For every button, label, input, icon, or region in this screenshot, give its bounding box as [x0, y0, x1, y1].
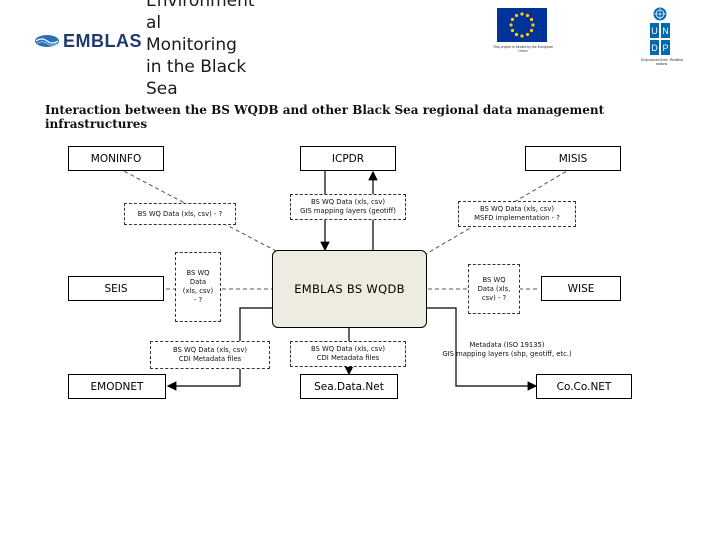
- eu-star-icon: [510, 28, 515, 33]
- label-seis-link: BS WQ Data (xls, csv) - ?: [175, 252, 221, 322]
- label-moninfo-link: BS WQ Data (xls, csv) - ?: [124, 203, 236, 225]
- undp-letter: D: [651, 43, 658, 53]
- eu-star-icon: [531, 23, 535, 27]
- eu-star-icon: [520, 12, 524, 16]
- eu-flag-icon: [497, 8, 547, 42]
- eu-star-icon: [529, 28, 534, 33]
- header-title-line: in the Black: [146, 57, 247, 77]
- emblas-logo-text: EMBLAS: [63, 30, 142, 51]
- dashed-connector: [117, 167, 279, 253]
- undp-letter: P: [662, 43, 668, 53]
- diagram-subtitle: Interaction between the BS WQDB and othe…: [45, 103, 605, 131]
- emblas-logo-icon: [35, 35, 59, 47]
- node-icpdr: ICPDR: [300, 146, 396, 171]
- node-emodnet: EMODNET: [68, 374, 166, 399]
- label-misis-link: BS WQ Data (xls, csv) MSFD implementatio…: [458, 201, 576, 227]
- label-conet-link: Metadata (ISO 19135) GIS mapping layers …: [442, 341, 572, 358]
- header-title-line: Sea: [146, 79, 178, 99]
- node-wise: WISE: [541, 276, 621, 301]
- eu-star-icon: [529, 17, 534, 22]
- label-wise-link: BS WQ Data (xls, csv) - ?: [468, 264, 520, 314]
- emblas-logo: EMBLAS: [34, 30, 142, 52]
- node-misis: MISIS: [525, 146, 621, 171]
- undp-letter: U: [651, 26, 658, 36]
- undp-caption: Empowered lives. Resilient nations.: [640, 58, 684, 66]
- node-sea-data-net: Sea.Data.Net: [300, 374, 398, 399]
- label-seadatanet-link: BS WQ Data (xls, csv) CDI Metadata files: [290, 341, 406, 367]
- eu-star-icon: [520, 34, 524, 38]
- label-emodnet-link: BS WQ Data (xls, csv) CDI Metadata files: [150, 341, 270, 369]
- label-icpdr-link: BS WQ Data (xls, csv) GIS mapping layers…: [290, 194, 406, 220]
- header-title-line: al: [146, 13, 162, 33]
- node-moninfo: MONINFO: [68, 146, 164, 171]
- arrow-connector: [425, 307, 538, 391]
- eu-star-icon: [514, 13, 519, 18]
- node-seis: SEIS: [68, 276, 164, 301]
- eu-star-icon: [514, 32, 519, 37]
- eu-star-icon: [510, 17, 515, 22]
- undp-logo: U N D P: [648, 6, 672, 60]
- header-title-line: Monitoring: [146, 35, 237, 55]
- node-emblas-bs-wqdb: EMBLAS BS WQDB: [272, 250, 427, 328]
- header-title: Environment al Monitoring in the Black S…: [146, 0, 286, 100]
- eu-star-icon: [525, 32, 530, 37]
- node-co-co-net: Co.Co.NET: [536, 374, 632, 399]
- eu-star-icon: [509, 23, 513, 27]
- header-title-line: Environment: [146, 0, 255, 11]
- undp-letter: N: [662, 26, 669, 36]
- eu-caption: This project is funded by the European U…: [493, 45, 553, 53]
- eu-star-icon: [525, 13, 530, 18]
